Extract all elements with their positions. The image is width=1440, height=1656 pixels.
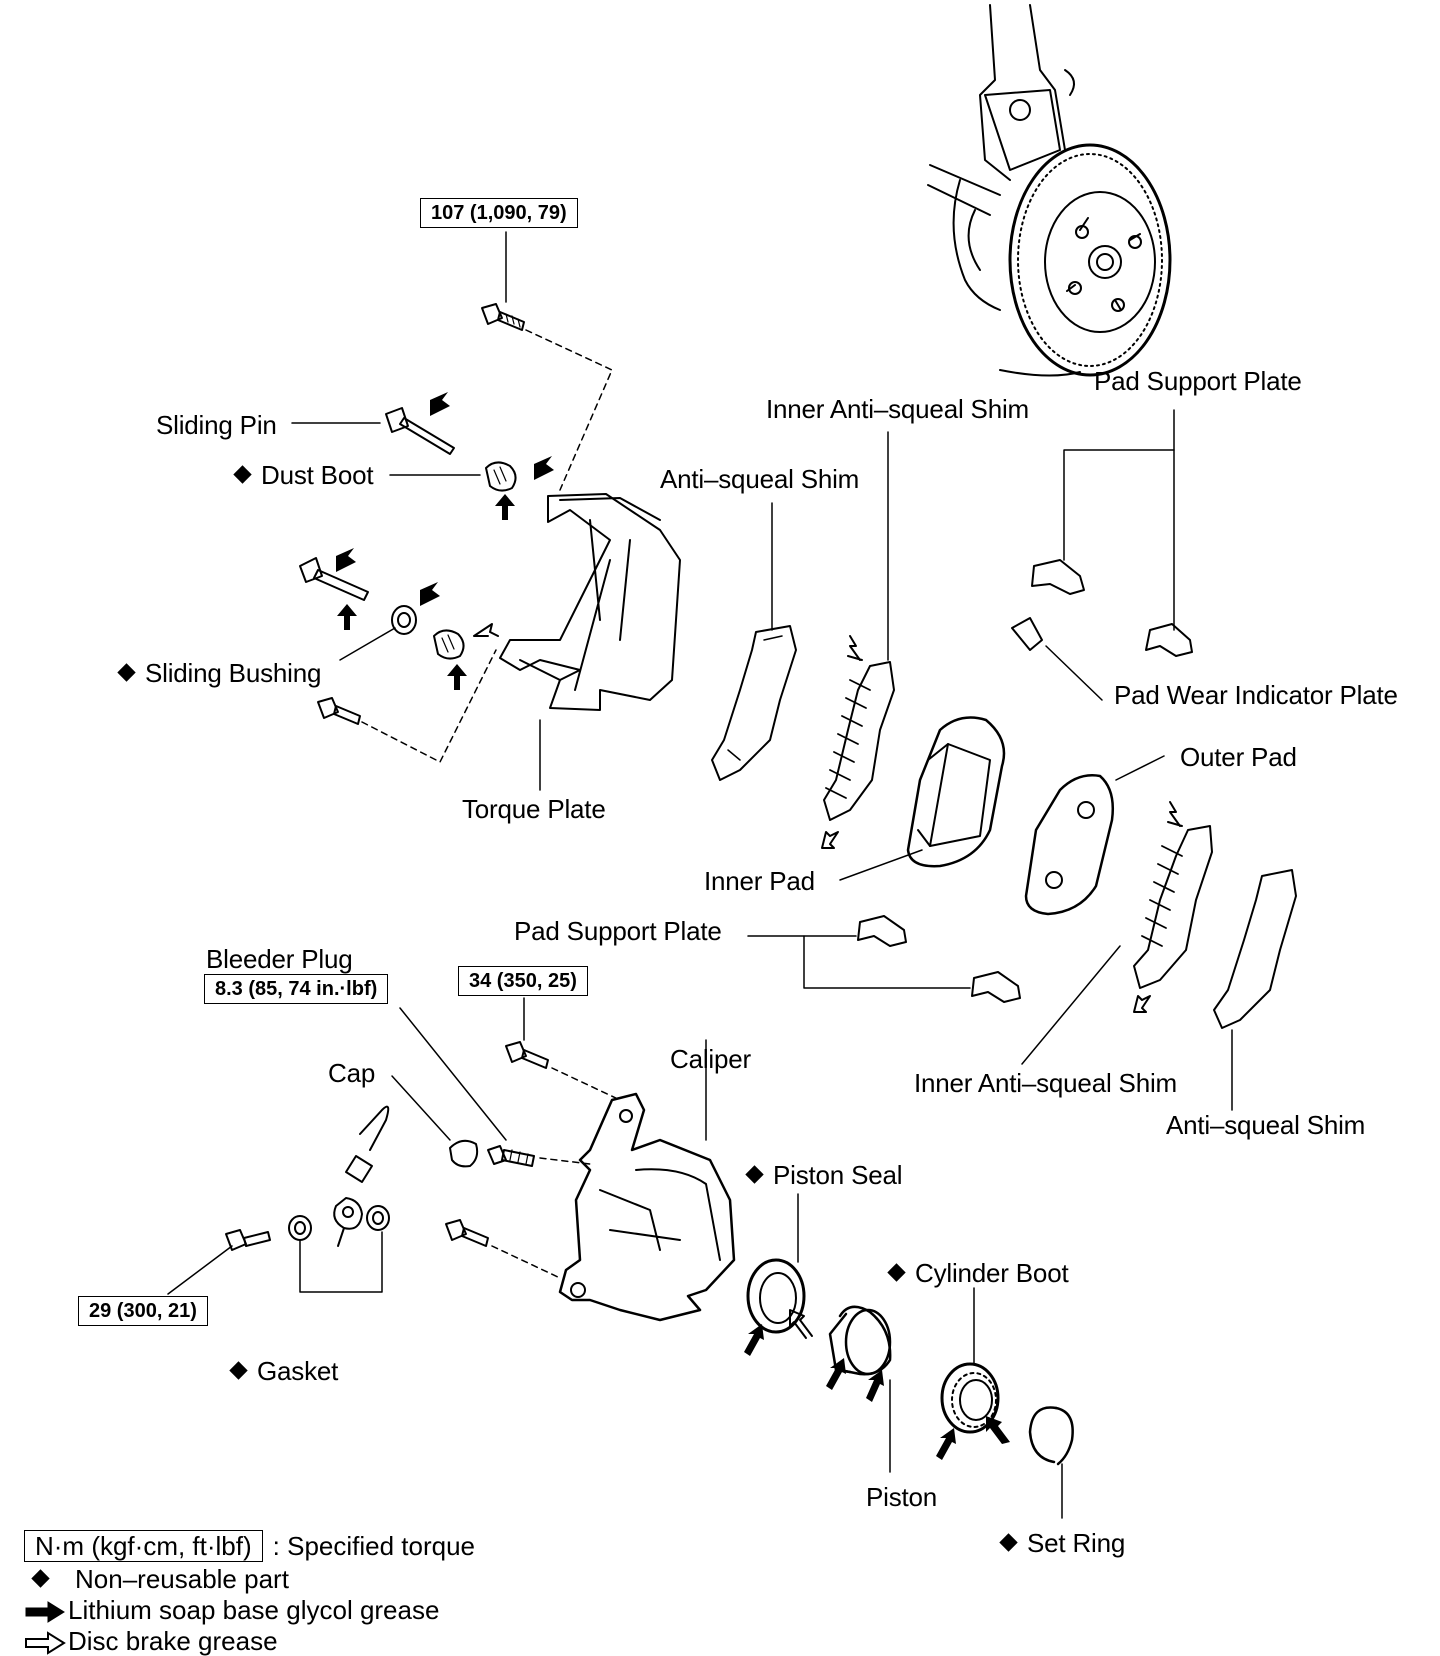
dust-boot-top [389, 456, 554, 520]
label-dust-boot: Dust Boot [233, 460, 374, 490]
label-anti-squeal-shim-bottom: Anti–squeal Shim [1166, 1110, 1366, 1140]
label-pad-support-plate-top: Pad Support Plate [1094, 366, 1302, 396]
inner-pad-part [839, 716, 1006, 881]
sliding-pin-lower [299, 548, 499, 763]
legend-lithium-grease: Lithium soap base glycol grease [24, 1595, 439, 1625]
outer-pad-part [1024, 755, 1165, 916]
legend-unit-text: : Specified torque [272, 1531, 476, 1561]
label-outer-pad: Outer Pad [1180, 742, 1297, 772]
inner-anti-squeal-shim-top [821, 431, 895, 849]
label-bleeder-plug: Bleeder Plug [206, 944, 353, 974]
non-reusable-icon [117, 663, 136, 682]
non-reusable-icon [31, 1569, 50, 1588]
label-inner-anti-squeal-shim-bottom: Inner Anti–squeal Shim [914, 1068, 1177, 1098]
non-reusable-icon [999, 1533, 1018, 1552]
label-cap: Cap [328, 1058, 376, 1088]
legend-disc-grease: Disc brake grease [24, 1626, 278, 1656]
label-pad-support-plate-mid: Pad Support Plate [514, 916, 722, 946]
legend-non-reusable: Non–reusable part [30, 1564, 289, 1594]
torque-box-bleeder-plug: 8.3 (85, 74 in.·lbf) [204, 974, 389, 1004]
inner-anti-squeal-shim-bottom [1021, 801, 1213, 1065]
label-inner-anti-squeal-shim-top: Inner Anti–squeal Shim [766, 394, 1029, 424]
cylinder-boot-part [936, 1287, 1010, 1460]
torque-box-torque-plate-bolt: 107 (1,090, 79) [420, 198, 578, 228]
piston-part [826, 1305, 892, 1473]
label-sliding-bushing: Sliding Bushing [117, 658, 321, 688]
caliper-part [558, 1039, 736, 1322]
pad-support-plate-mid-parts [747, 915, 1021, 1003]
brake-hose-parts [167, 1105, 390, 1295]
legend-unit-box: N·m (kgf·cm, ft·lbf) [24, 1530, 263, 1562]
anti-squeal-shim-top [711, 502, 797, 781]
cap-bleeder-parts [391, 1007, 591, 1168]
legend-specified-torque: N·m (kgf·cm, ft·lbf) : Specified torque [24, 1530, 475, 1562]
pad-wear-indicator-plate-part [1011, 617, 1103, 701]
non-reusable-icon [887, 1263, 906, 1282]
pad-support-plate-top-parts [1031, 409, 1193, 657]
label-set-ring: Set Ring [999, 1528, 1125, 1558]
label-piston: Piston [866, 1482, 938, 1512]
non-reusable-icon [233, 465, 252, 484]
torque-plate [499, 493, 681, 791]
set-ring-part [1028, 1406, 1074, 1519]
non-reusable-icon [745, 1165, 764, 1184]
label-gasket: Gasket [229, 1356, 338, 1386]
label-cylinder-boot: Cylinder Boot [887, 1258, 1069, 1288]
strut-disc-assembly [927, 4, 1172, 377]
anti-squeal-shim-bottom [1213, 869, 1297, 1111]
label-inner-pad: Inner Pad [704, 866, 815, 896]
label-sliding-pin: Sliding Pin [156, 410, 277, 440]
torque-box-caliper-bolt: 34 (350, 25) [458, 966, 588, 996]
label-pad-wear-indicator-plate: Pad Wear Indicator Plate [1114, 680, 1398, 710]
label-anti-squeal-shim-top: Anti–squeal Shim [660, 464, 860, 494]
label-caliper: Caliper [670, 1044, 751, 1074]
label-torque-plate: Torque Plate [462, 794, 606, 824]
piston-seal-part [744, 1193, 813, 1356]
caliper-bolts [445, 997, 621, 1279]
non-reusable-icon [229, 1361, 248, 1380]
label-piston-seal: Piston Seal [745, 1160, 903, 1190]
torque-plate-bolt-top [481, 231, 613, 491]
hollow-arrow-icon [25, 1631, 66, 1655]
filled-arrow-icon [25, 1601, 65, 1624]
sliding-pin-top [291, 392, 455, 455]
torque-box-union-bolt: 29 (300, 21) [78, 1296, 208, 1326]
